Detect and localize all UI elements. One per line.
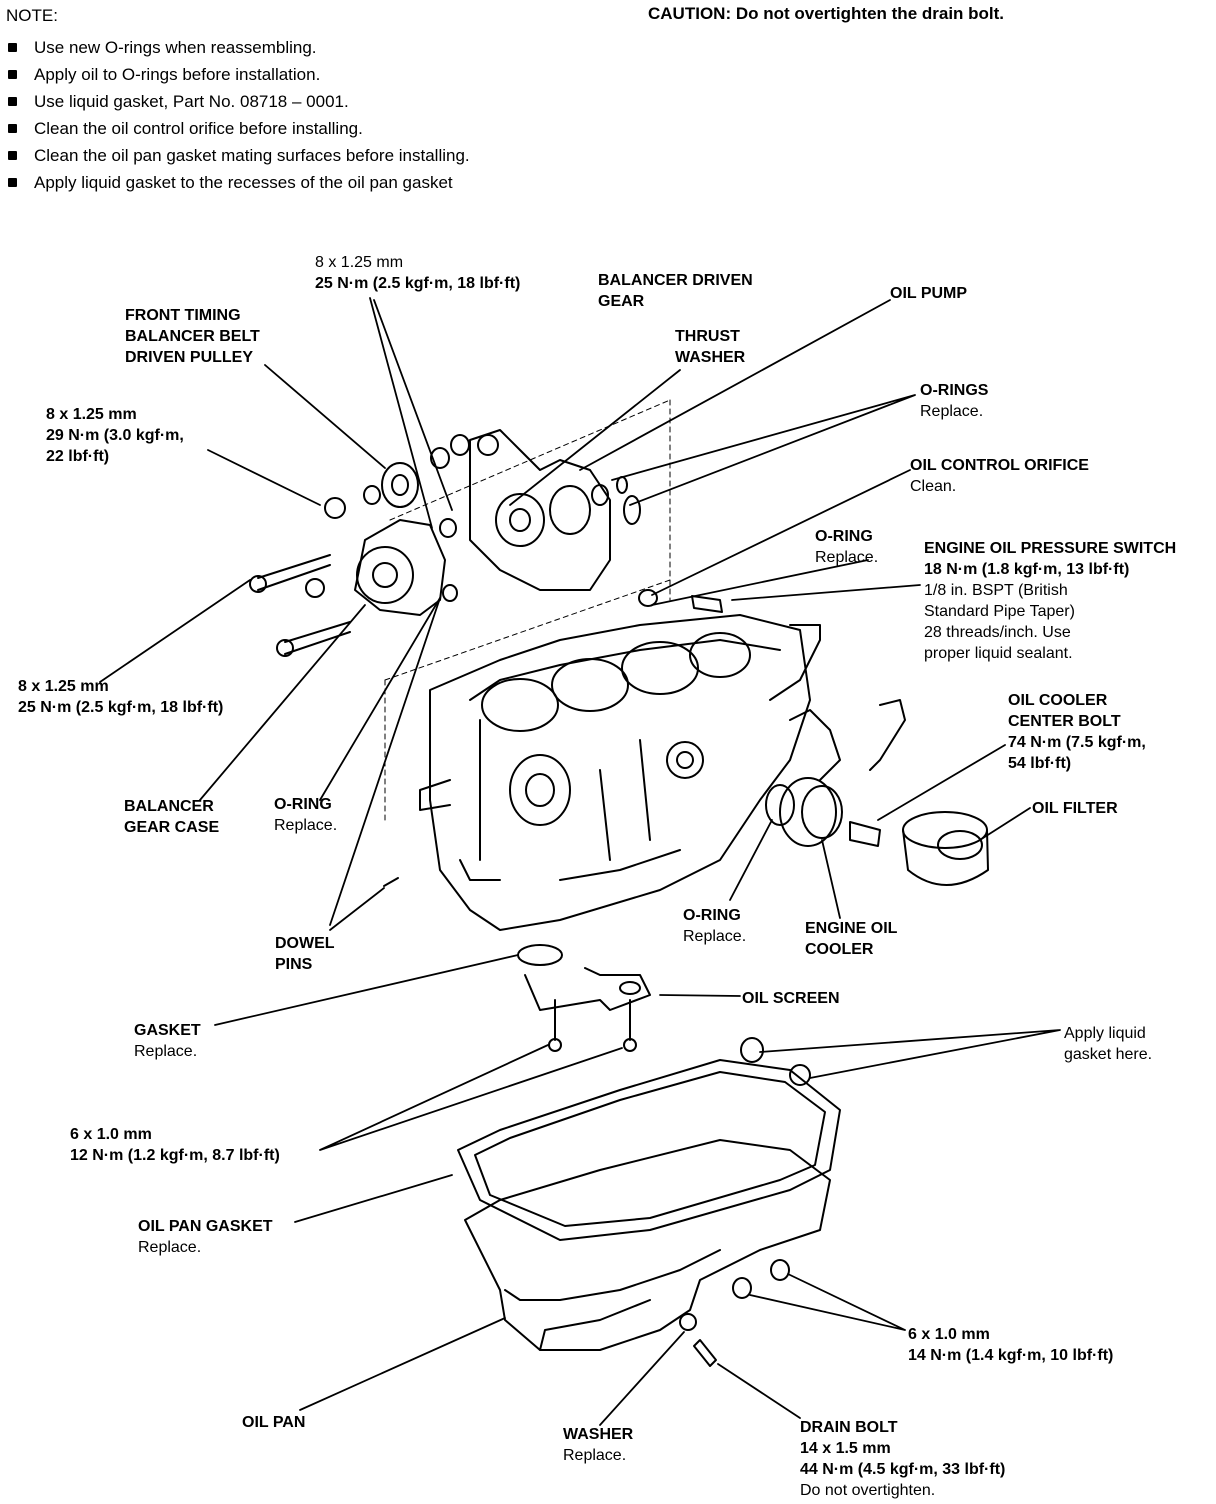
label-gasket: GASKET Replace. (134, 1022, 201, 1060)
oring-top-2 (623, 495, 641, 525)
oring-top-1 (616, 476, 628, 494)
note-item: Apply liquid gasket to the recesses of t… (6, 169, 566, 196)
note-item: Clean the oil control orifice before ins… (6, 115, 566, 142)
oil-pan-part (464, 1139, 831, 1367)
label-pressure-switch: ENGINE OIL PRESSURE SWITCH 18 N·m (1.8 k… (924, 540, 1177, 662)
bullet-icon (8, 151, 17, 160)
caution-text: CAUTION: Do not overtighten the drain bo… (648, 4, 1005, 23)
oil-cooler-part (765, 777, 881, 847)
label-oil-filter: OIL FILTER (1032, 800, 1118, 817)
note-item: Use new O-rings when reassembling. (6, 34, 566, 61)
label-bolt-top: 8 x 1.25 mm 25 N·m (2.5 kgf·m, 18 lbf·ft… (315, 254, 521, 292)
note-item: Apply oil to O-rings before installation… (6, 61, 566, 88)
label-dowel-pins: DOWEL PINS (275, 935, 335, 973)
label-bolt-6-14nm: 6 x 1.0 mm 14 N·m (1.4 kgf·m, 10 lbf·ft) (908, 1326, 1114, 1364)
label-apply-liquid-gasket: Apply liquid gasket here. (1064, 1025, 1153, 1063)
bolts (249, 434, 470, 887)
label-engine-oil-cooler: ENGINE OIL COOLER (805, 920, 898, 958)
leader-lines (99, 297, 1061, 1426)
coolant-pipe (789, 699, 906, 781)
note-list: Use new O-rings when reassembling. Apply… (6, 34, 566, 196)
bullet-icon (8, 70, 17, 79)
label-oil-cooler-center-bolt: OIL COOLER CENTER BOLT 74 N·m (7.5 kgf·m… (1008, 692, 1146, 772)
bullet-icon (8, 43, 17, 52)
oil-pan-gasket-part (457, 1037, 841, 1241)
label-oil-pump: OIL PUMP (890, 285, 968, 302)
label-oring-left: O-RING Replace. (274, 796, 338, 834)
bullet-icon (8, 178, 17, 187)
oil-filter-part (902, 811, 989, 886)
label-drain-bolt: DRAIN BOLT 14 x 1.5 mm 44 N·m (4.5 kgf·m… (800, 1419, 1006, 1499)
bullet-icon (8, 124, 17, 133)
pressure-switch-part (691, 595, 723, 613)
note-title: NOTE: (6, 6, 58, 25)
label-oil-pan: OIL PAN (242, 1414, 306, 1431)
label-orings-top: O-RINGS Replace. (920, 382, 989, 420)
label-balancer-driven-gear: BALANCER DRIVEN GEAR (598, 272, 753, 310)
oil-screen-part (517, 944, 651, 1052)
label-bolt-29nm: 8 x 1.25 mm 29 N·m (3.0 kgf·m, 22 lbf·ft… (46, 406, 184, 465)
label-thrust-washer: THRUST WASHER (675, 328, 746, 366)
label-bolt-6-12nm: 6 x 1.0 mm 12 N·m (1.2 kgf·m, 8.7 lbf·ft… (70, 1126, 280, 1164)
label-oil-control-orifice: OIL CONTROL ORIFICE Clean. (910, 457, 1089, 495)
label-front-timing-pulley: FRONT TIMING BALANCER BELT DRIVEN PULLEY (125, 307, 260, 366)
oil-control-orifice-part (638, 589, 658, 607)
oil-pump-assembly (469, 429, 611, 591)
balancer-gear-case (354, 462, 446, 616)
label-oring-cooler: O-RING Replace. (683, 907, 747, 945)
label-oil-pan-gasket: OIL PAN GASKET Replace. (138, 1218, 273, 1256)
engine-block (419, 614, 821, 931)
label-oring-mid: O-RING Replace. (815, 528, 879, 566)
label-bolt-left: 8 x 1.25 mm 25 N·m (2.5 kgf·m, 18 lbf·ft… (18, 678, 224, 716)
label-washer: WASHER Replace. (563, 1426, 634, 1464)
note-item: Use liquid gasket, Part No. 08718 – 0001… (6, 88, 566, 115)
note-item: Clean the oil pan gasket mating surfaces… (6, 142, 566, 169)
label-balancer-gear-case: BALANCER GEAR CASE (124, 798, 220, 836)
label-oil-screen: OIL SCREEN (742, 990, 840, 1007)
bullet-icon (8, 97, 17, 106)
